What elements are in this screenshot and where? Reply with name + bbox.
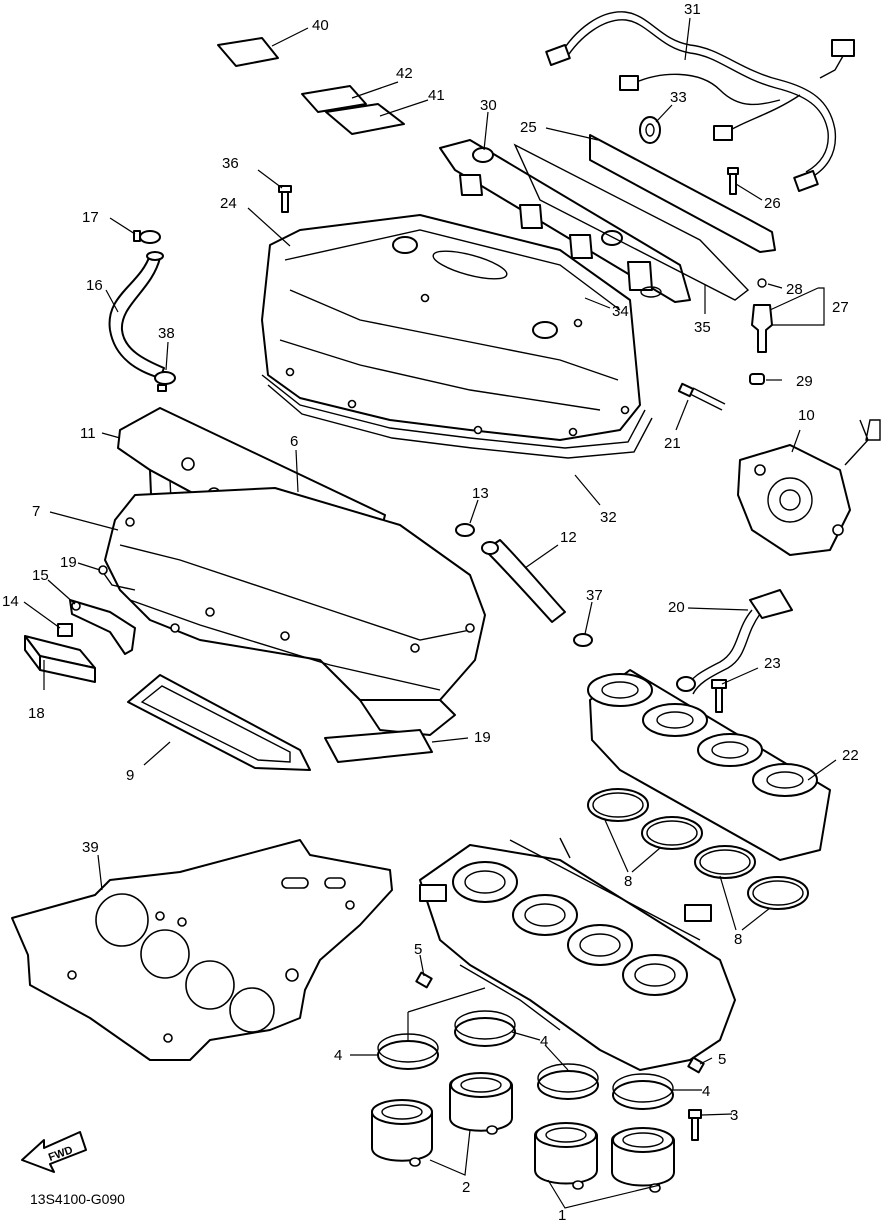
- grommet-14: [57, 623, 73, 637]
- callout-21: 21: [664, 435, 681, 452]
- regulator-assembly-10: [737, 419, 881, 556]
- callout-5-left: 5: [414, 941, 422, 958]
- callout-29: 29: [796, 373, 813, 390]
- breather-hose-16: [108, 251, 165, 379]
- callout-19-upper: 19: [60, 554, 77, 571]
- screw-3: [688, 1109, 702, 1141]
- bolt-21: [677, 382, 726, 411]
- callout-25: 25: [520, 119, 537, 136]
- intake-funnels-22: [587, 669, 831, 861]
- callout-37: 37: [586, 587, 603, 604]
- callout-32: 32: [600, 509, 617, 526]
- callout-27: 27: [832, 299, 849, 316]
- seal-strip-19b: [324, 729, 433, 763]
- screw-23: [711, 679, 727, 713]
- label-sticker-40: [217, 37, 279, 67]
- o-rings-8: [587, 788, 809, 910]
- intake-joint-2b: [449, 1072, 513, 1135]
- air-box-case-6: [104, 487, 486, 736]
- clamp-4b: [454, 1010, 516, 1047]
- callout-20: 20: [668, 599, 685, 616]
- fuel-rail-25: [439, 134, 776, 303]
- callout-5-right: 5: [718, 1051, 726, 1068]
- callout-31: 31: [684, 1, 701, 18]
- callout-1: 1: [558, 1207, 566, 1221]
- callout-38: 38: [158, 325, 175, 342]
- clamp-13: [455, 523, 475, 537]
- callout-19-lower: 19: [474, 729, 491, 746]
- callout-34: 34: [612, 303, 629, 320]
- callout-17: 17: [82, 209, 99, 226]
- callout-14: 14: [2, 593, 19, 610]
- callout-7: 7: [32, 503, 40, 520]
- callout-8-lower: 8: [734, 931, 742, 948]
- callout-24: 24: [220, 195, 237, 212]
- hose-20: [676, 589, 793, 695]
- callout-40: 40: [312, 17, 329, 34]
- callout-23: 23: [764, 655, 781, 672]
- gasket-plate-39: [11, 839, 393, 1061]
- callout-3: 3: [730, 1107, 738, 1124]
- callout-9: 9: [126, 767, 134, 784]
- callout-41: 41: [428, 87, 445, 104]
- label-sticker-42: [301, 85, 367, 113]
- air-box-gasket-32: [261, 374, 653, 459]
- foam-block-18: [24, 635, 96, 683]
- callout-4-middle: 4: [540, 1033, 548, 1050]
- callout-36: 36: [222, 155, 239, 172]
- air-box-cover-24: [261, 214, 641, 441]
- grommet-33: [639, 116, 661, 144]
- callout-13: 13: [472, 485, 489, 502]
- bolt-26: [727, 167, 739, 195]
- callout-26: 26: [764, 195, 781, 212]
- callout-22: 22: [842, 747, 859, 764]
- clamp-4c: [537, 1063, 599, 1100]
- fuel-rail-gasket-35: [513, 143, 750, 301]
- callout-39: 39: [82, 839, 99, 856]
- bolt-36: [278, 185, 292, 213]
- bracket-15: [69, 599, 136, 655]
- callout-33: 33: [670, 89, 687, 106]
- hose-clamp-38: [154, 371, 176, 392]
- label-sticker-41: [325, 103, 405, 135]
- callout-numbers: 40 42 41 31 33 30 25 36 24 26 17 16 38 2…: [2, 1, 859, 1221]
- callout-2: 2: [462, 1179, 470, 1196]
- throttle-body-assembly: [419, 837, 736, 1071]
- callout-15: 15: [32, 567, 49, 584]
- fwd-arrow: FWD: [21, 1131, 87, 1173]
- hose-12: [481, 539, 566, 623]
- callout-42: 42: [396, 65, 413, 82]
- hose-clamp-17: [133, 230, 161, 244]
- clip-37: [573, 633, 593, 647]
- callout-10: 10: [798, 407, 815, 424]
- callout-35: 35: [694, 319, 711, 336]
- callout-11: 11: [80, 425, 96, 442]
- callout-4-right: 4: [702, 1083, 710, 1100]
- callout-18: 18: [28, 705, 45, 722]
- callout-30: 30: [480, 97, 497, 114]
- callout-12: 12: [560, 529, 577, 546]
- intake-joint-1b: [611, 1127, 675, 1193]
- clamp-4d: [612, 1073, 674, 1110]
- intake-joint-1a: [534, 1122, 598, 1190]
- callout-4-left: 4: [334, 1047, 342, 1064]
- callout-16: 16: [86, 277, 103, 294]
- callout-8-upper: 8: [624, 873, 632, 890]
- diagram-code: 13S4100-G090: [30, 1191, 125, 1207]
- wire-harness-31: [545, 11, 855, 192]
- screw-5a: [415, 971, 433, 989]
- injector-27: [749, 278, 773, 385]
- screw-5b: [687, 1056, 705, 1074]
- callout-28: 28: [786, 281, 803, 298]
- intake-joint-2a: [371, 1099, 433, 1167]
- duct-seal-9: [127, 674, 311, 771]
- leader-lines: [23, 17, 837, 1209]
- callout-6: 6: [290, 433, 298, 450]
